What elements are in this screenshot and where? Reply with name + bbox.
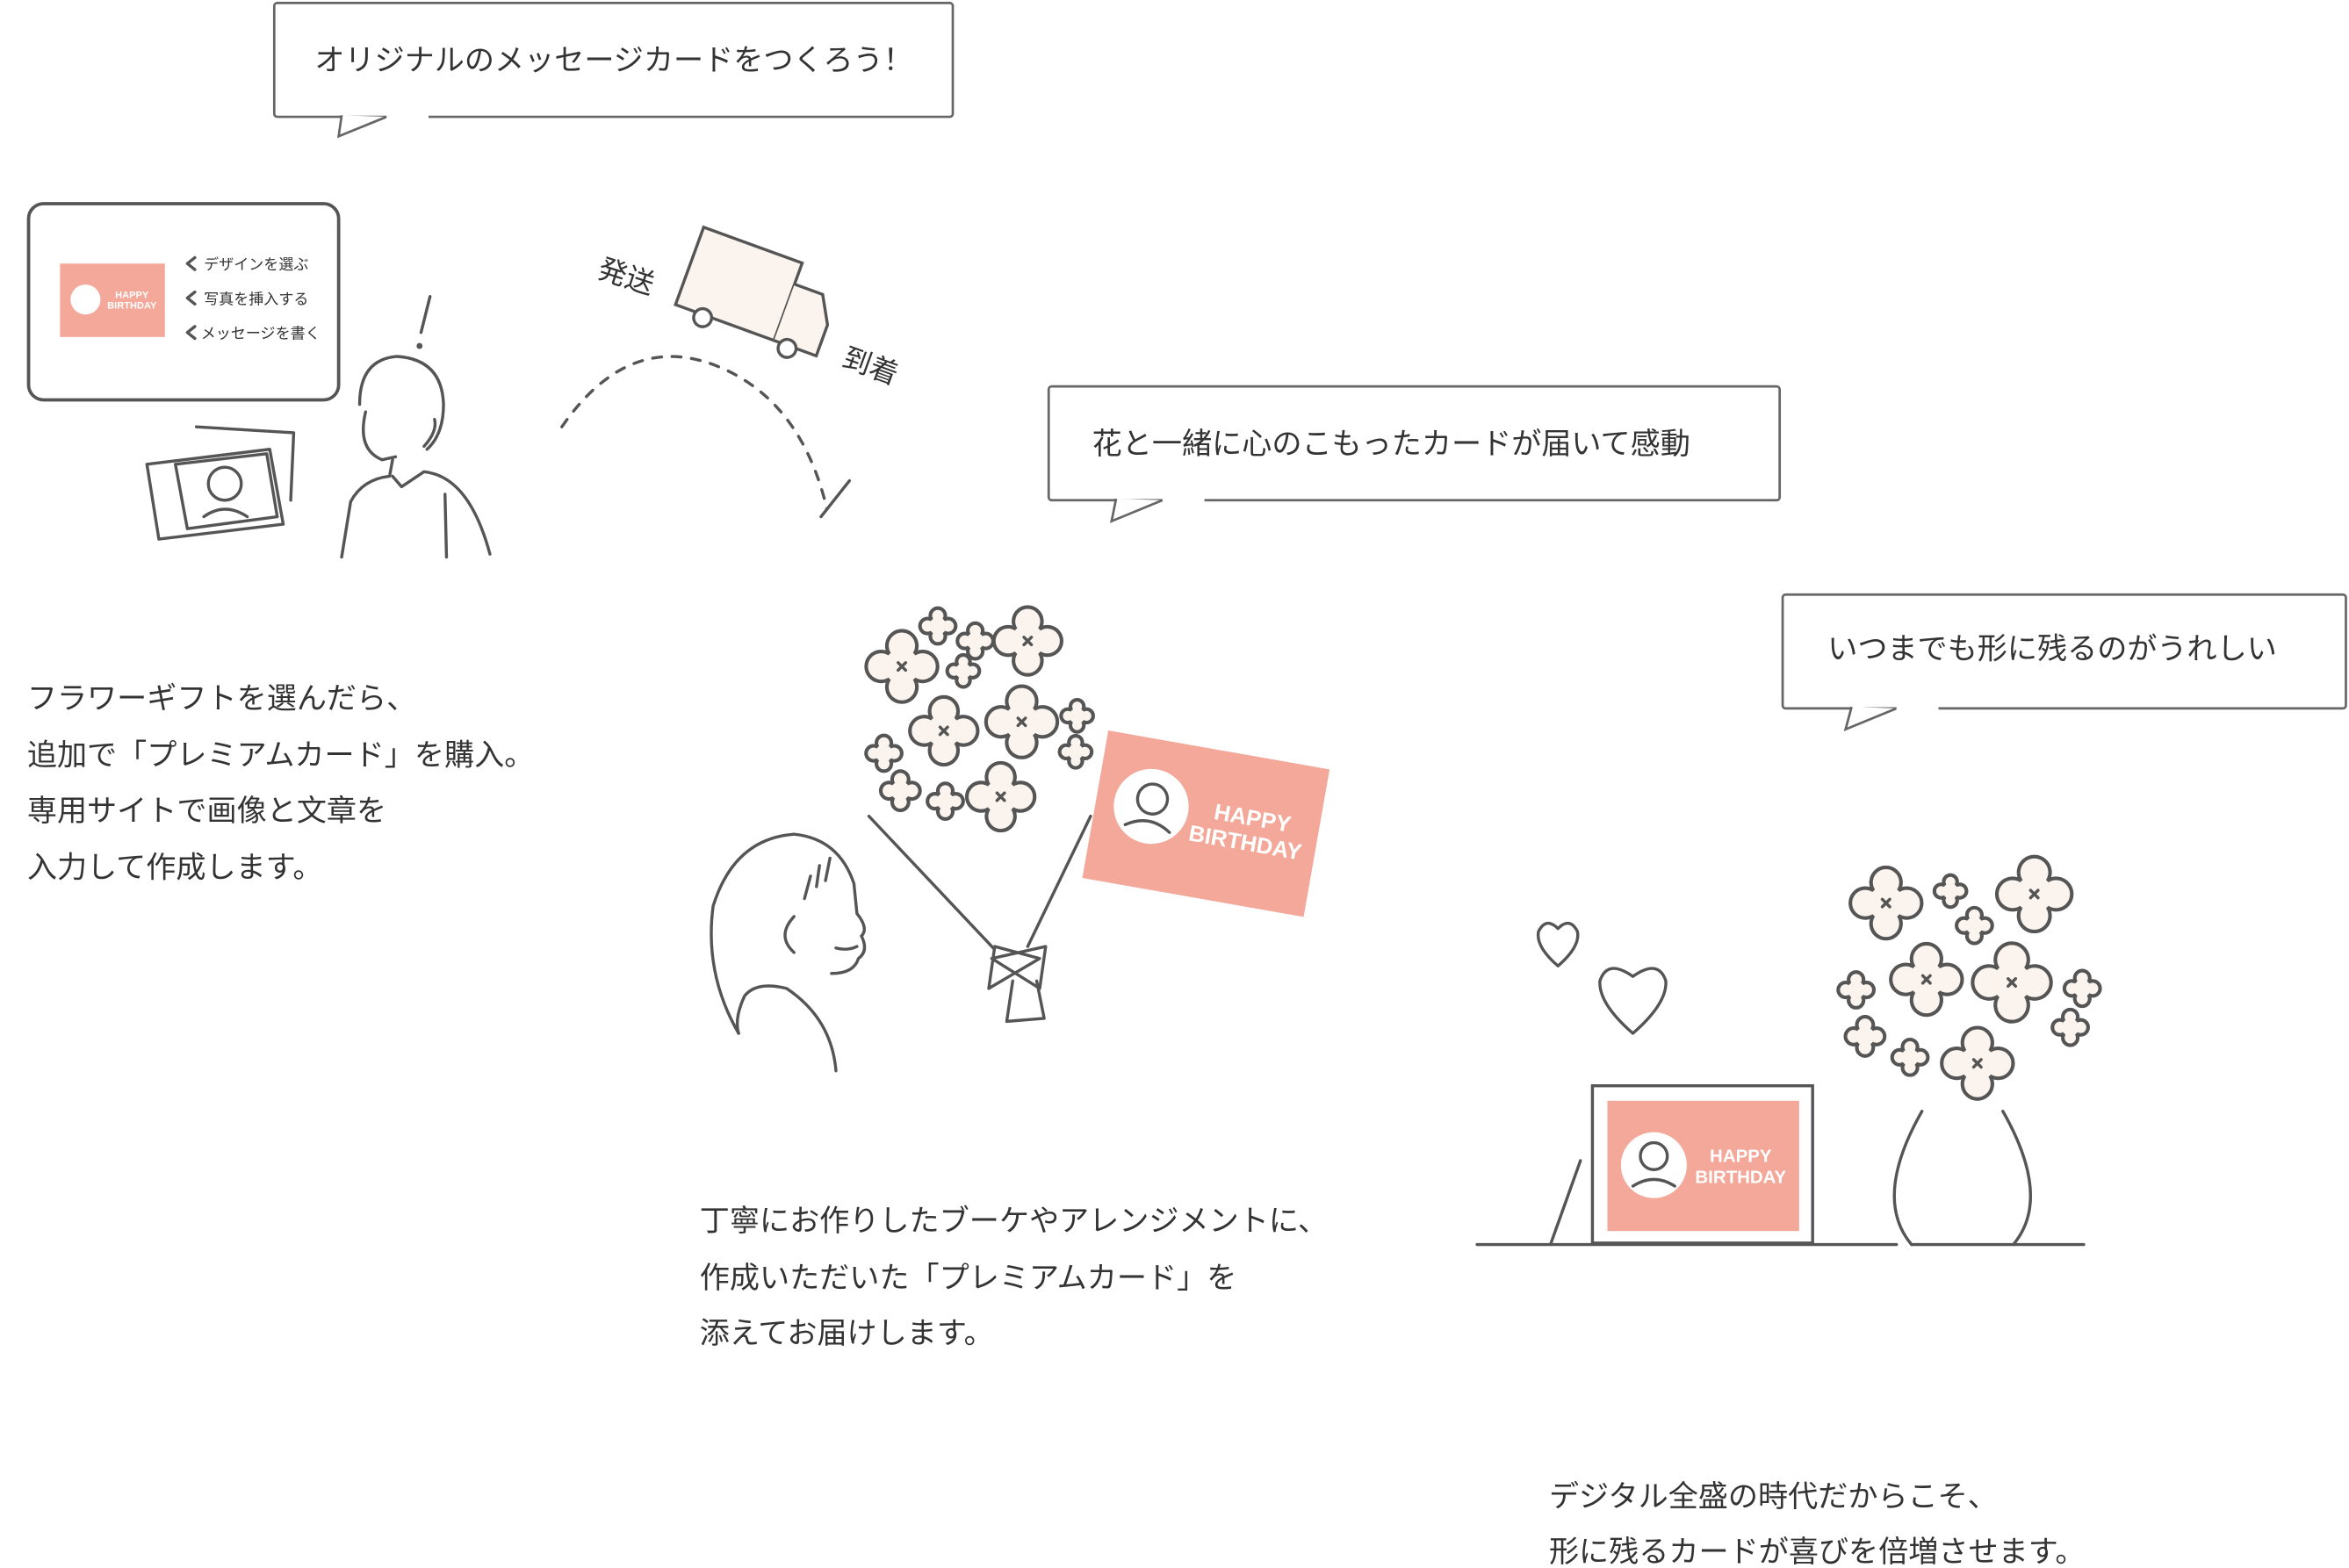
svg-text:BIRTHDAY: BIRTHDAY	[107, 300, 157, 311]
flower-icon	[2050, 1007, 2090, 1047]
step-1-description: フラワーギフトを選んだら、 追加で「プレミアムカード」を購入。 専用サイトで画像…	[27, 681, 534, 886]
arrive-label: 到着	[838, 341, 903, 392]
flower-icon	[1890, 1037, 1930, 1077]
photo-frame: HAPPY BIRTHDAY	[1548, 1084, 1814, 1247]
flower-center	[1880, 897, 1891, 909]
heart-icon	[1536, 921, 1668, 1035]
flower-icon	[945, 652, 982, 689]
svg-text:HAPPY: HAPPY	[115, 290, 149, 300]
flower-center	[1971, 1058, 1983, 1069]
svg-text:追加で「プレミアムカード」を購入。: 追加で「プレミアムカード」を購入。	[27, 738, 534, 773]
flower-icon	[878, 769, 922, 813]
svg-text:写真を挿入する: 写真を挿入する	[204, 291, 308, 308]
svg-text:BIRTHDAY: BIRTHDAY	[1695, 1168, 1786, 1188]
svg-text:添えてお届けします。: 添えてお届けします。	[700, 1316, 994, 1351]
flower-center	[1022, 636, 1034, 647]
svg-text:専用サイトで画像と文章を: 専用サイトで画像と文章を	[27, 794, 386, 829]
speech-bubble-moved: 花と一緒に心のこもったカードが届いて感動	[1047, 385, 1782, 523]
menu-item-photo: 写真を挿入する	[185, 290, 308, 308]
step-3-description: デジタル全盛の時代だからこそ、 形に残るカードが喜びを倍増させます。	[1549, 1479, 2086, 1568]
vase-flowers-icon	[1475, 854, 2102, 1247]
card-editor-screen: HAPPY BIRTHDAY デザインを選ぶ 写真を挿入する メッセージを書く	[26, 202, 341, 402]
svg-text:メッセージを書く: メッセージを書く	[201, 326, 321, 343]
flower-icon	[1057, 734, 1094, 770]
bubble-text: オリジナルのメッセージカードをつくろう！	[314, 43, 913, 78]
flower-center	[938, 725, 949, 737]
svg-text:デジタル全盛の時代だからこそ、: デジタル全盛の時代だからこそ、	[1549, 1479, 1998, 1514]
speech-bubble-lasting: いつまでも形に残るのがうれしい	[1781, 593, 2347, 732]
menu-item-message: メッセージを書く	[185, 325, 321, 343]
speech-bubble-create: オリジナルのメッセージカードをつくろう！	[272, 2, 955, 139]
flower-icon	[1932, 873, 1969, 910]
svg-text:HAPPY: HAPPY	[1710, 1147, 1772, 1167]
flower-icon	[955, 621, 995, 661]
flower-icon	[1955, 905, 1994, 946]
bubble-text: いつまでも形に残るのがうれしい	[1827, 632, 2277, 667]
flower-icon	[1059, 698, 1095, 734]
svg-text:丁寧にお作りしたブーケやアレンジメントに、: 丁寧にお作りしたブーケやアレンジメントに、	[700, 1204, 1328, 1239]
truck-icon	[674, 225, 830, 359]
svg-text:入力して作成します。: 入力して作成します。	[27, 851, 323, 886]
woman-thinking-icon	[340, 295, 492, 559]
svg-text:作成いただいた「プレミアムカード」を: 作成いただいた「プレミアムカード」を	[700, 1261, 1237, 1296]
flower-icon	[1836, 970, 1877, 1010]
flower-icon	[926, 781, 965, 821]
step-2-description: 丁寧にお作りしたブーケやアレンジメントに、 作成いただいた「プレミアムカード」を…	[700, 1204, 1328, 1351]
svg-text:デザインを選ぶ: デザインを選ぶ	[204, 255, 308, 274]
svg-text:形に残るカードが喜びを倍増させます。: 形に残るカードが喜びを倍増させます。	[1549, 1535, 2086, 1568]
flower-center	[897, 661, 908, 673]
menu-item-design: デザインを選ぶ	[185, 255, 308, 274]
flower-center	[1016, 716, 1027, 728]
bouquet-icon	[864, 605, 1095, 1024]
photos-icon	[145, 425, 296, 541]
premium-card: HAPPY BIRTHDAY	[1082, 730, 1330, 917]
flower-center	[995, 791, 1006, 802]
flower-center	[2007, 977, 2018, 988]
man-smiling-icon	[710, 832, 867, 1073]
svg-text:フラワーギフトを選んだら、: フラワーギフトを選んだら、	[27, 681, 416, 716]
flower-icon	[2062, 968, 2102, 1009]
bubble-text: 花と一緒に心のこもったカードが届いて感動	[1092, 427, 1690, 462]
flower-icon	[918, 606, 958, 646]
flower-center	[1920, 974, 1932, 985]
flower-center	[2028, 888, 2040, 900]
delivery-route: 発送 到着	[560, 225, 903, 519]
flower-icon	[864, 733, 904, 773]
ship-label: 発送	[594, 252, 659, 301]
flower-icon	[1843, 1015, 1887, 1058]
